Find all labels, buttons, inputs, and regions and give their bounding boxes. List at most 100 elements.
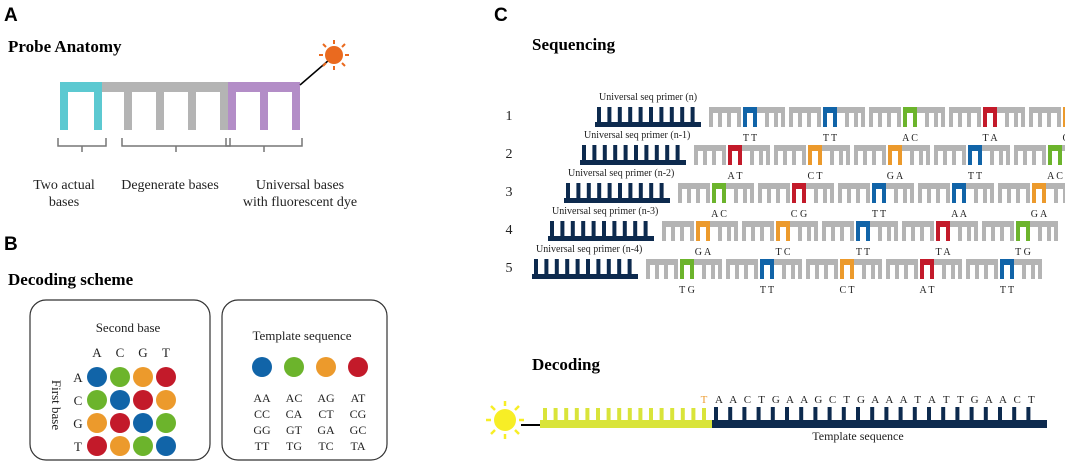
- gray-probe-leg: [854, 145, 858, 165]
- probe-bases: C T: [807, 171, 822, 182]
- color-probe-bar: [823, 107, 837, 113]
- gray-probe-leg: [920, 221, 924, 241]
- color-probe-bar: [680, 259, 694, 265]
- color-probe-tail-leg: [983, 183, 987, 203]
- primer-tooth: [544, 259, 549, 275]
- second-base-label: Second base: [96, 320, 161, 335]
- color-probe-leg: [1058, 145, 1062, 165]
- decoding-base: C: [829, 394, 836, 406]
- color-probe-tail-leg: [926, 145, 930, 165]
- primer-tooth: [638, 107, 643, 123]
- label-bases: bases: [49, 195, 79, 210]
- color-probe-leg: [993, 107, 997, 127]
- color-probe-leg: [856, 221, 860, 241]
- primer-tooth: [627, 259, 632, 275]
- gray-probe-leg: [726, 259, 730, 279]
- brace-universal-bases: [225, 138, 303, 152]
- probe-bases: T T: [760, 285, 774, 296]
- gray-probe-leg: [887, 107, 891, 127]
- decoding-base: T: [758, 394, 765, 406]
- decoding-primer-tooth: [670, 408, 675, 421]
- decoding-primer-tooth: [574, 408, 579, 421]
- degenerate-probe: [1029, 107, 1061, 127]
- color-probe-bar: [712, 183, 726, 189]
- color-probe-tail-bar: [966, 183, 992, 189]
- color-probe-tail-bar: [997, 107, 1023, 113]
- gray-probe-bar: [758, 183, 790, 189]
- gray-probe-leg: [840, 221, 844, 241]
- color-probe-tail-leg: [861, 107, 865, 127]
- decoding-template-tooth: [1026, 407, 1031, 421]
- probe-bases: A C: [902, 133, 918, 144]
- degenerate-probe: [982, 221, 1014, 241]
- color-probe-tail-leg: [958, 259, 962, 279]
- template-pair: AC: [286, 391, 303, 405]
- color-probe-leg: [738, 145, 742, 165]
- round-number: 4: [506, 223, 513, 238]
- color-probe-bar: [1000, 259, 1014, 265]
- ligated-probe: G A: [695, 221, 738, 258]
- template-pair: CC: [254, 407, 270, 421]
- color-probe-tail-leg: [766, 145, 770, 165]
- degenerate-probe: [838, 183, 870, 203]
- actual-base-leg-2: [94, 82, 102, 130]
- degenerate-probe: [789, 107, 821, 127]
- color-probe-tail-leg: [958, 221, 962, 241]
- color-probe-tail-bar: [1014, 259, 1040, 265]
- decoding-primer-tooth: [702, 408, 706, 421]
- matrix-cell-dot: [156, 413, 176, 433]
- color-probe-tail-bar: [854, 259, 880, 265]
- color-probe-tail-leg: [798, 221, 802, 241]
- gray-probe-bar: [902, 221, 934, 227]
- primer-tooth: [618, 183, 622, 199]
- color-probe-leg: [1016, 221, 1020, 241]
- gray-probe-leg: [904, 259, 908, 279]
- gray-probe-leg: [952, 145, 956, 165]
- gray-probe-leg: [911, 221, 915, 241]
- gray-probe-leg: [1007, 183, 1011, 203]
- decoding-template-label: Template sequence: [812, 429, 903, 443]
- color-probe-bar: [983, 107, 997, 113]
- color-probe-tail-leg: [1031, 259, 1035, 279]
- decoding-first-base: T: [701, 394, 708, 406]
- color-probe-tail-bar: [886, 183, 912, 189]
- primer-tooth: [597, 183, 602, 199]
- degenerate-probe: [726, 259, 758, 279]
- decoding-base: G: [814, 394, 822, 406]
- gray-probe-leg: [735, 259, 739, 279]
- decoding-template-tooth: [728, 407, 733, 421]
- color-probe-bar: [872, 183, 886, 189]
- decoding-template-tooth: [898, 407, 903, 421]
- gray-probe-leg: [847, 183, 851, 203]
- probe-bases: T A: [982, 133, 998, 144]
- gray-probe-leg: [655, 259, 659, 279]
- primer-tooth: [597, 107, 601, 123]
- color-probe-tail-leg: [765, 107, 769, 127]
- gray-probe-leg: [831, 221, 835, 241]
- color-probe-leg: [712, 183, 716, 203]
- color-probe-leg: [728, 145, 732, 165]
- gray-probe-leg: [767, 183, 771, 203]
- color-probe-tail-leg: [878, 259, 882, 279]
- color-probe-leg: [706, 221, 710, 241]
- primer-tooth: [607, 183, 612, 199]
- primer-label: Universal seq primer (n): [599, 92, 697, 103]
- gray-probe-leg: [882, 145, 886, 165]
- decoding-template-tooth: [955, 407, 960, 421]
- primer-tooth: [617, 107, 622, 123]
- gray-probe-bar: [949, 107, 981, 113]
- actual-base-leg-1: [60, 82, 68, 130]
- primer-tooth: [550, 221, 554, 237]
- decoding-template-tooth: [841, 407, 846, 421]
- probe-bases: T T: [872, 209, 886, 220]
- panel-b-title: Decoding scheme: [8, 270, 134, 289]
- template-pair: CA: [286, 407, 303, 421]
- primer-tooth: [665, 145, 670, 161]
- gray-probe-leg: [895, 259, 899, 279]
- decoding-base: G: [772, 394, 780, 406]
- degenerate-probe: [806, 259, 838, 279]
- color-probe-leg: [936, 221, 940, 241]
- color-probe-bar: [840, 259, 854, 265]
- color-probe-tail-leg: [878, 221, 882, 241]
